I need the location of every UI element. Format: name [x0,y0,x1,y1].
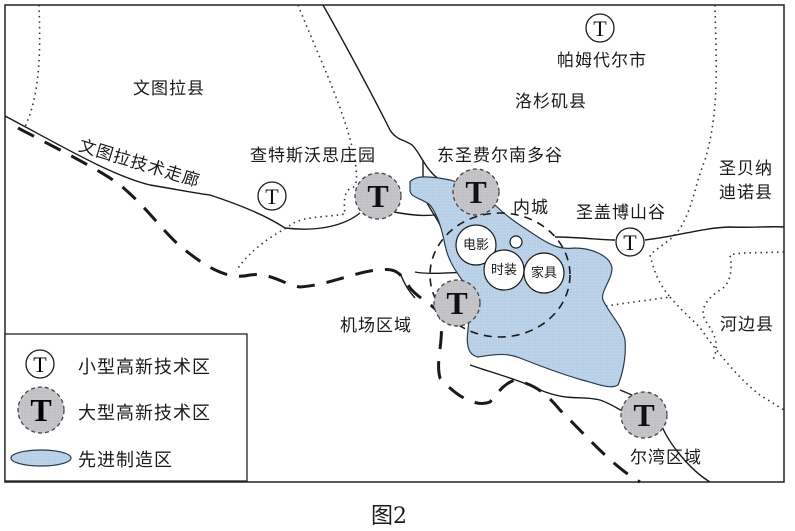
svg-text:T: T [367,178,388,214]
region-label-wentula: 文图拉县 [133,79,205,99]
industry-circles [455,224,565,294]
industry-label-fashion: 时装 [491,263,518,278]
large-tech-zones [354,168,668,439]
region-label-san-bernardino-1: 圣贝纳 [719,159,773,179]
figure-caption: 图2 [371,504,407,529]
tech-glyph: T [593,16,607,41]
large-tech-zone-east-sfv [452,168,500,216]
county-boundaries [24,4,785,411]
large-tech-zone-bay [620,391,668,439]
industry-label-film: 电影 [463,238,490,253]
region-label-la-county: 洛杉矶县 [515,92,587,112]
small-tech-zone-corridor [257,181,287,211]
coastline-boundary [17,126,641,484]
place-label-bay: 尔湾区域 [630,448,702,468]
legend-label-large-tech: 大型高新技术区 [78,403,211,424]
svg-text:T: T [33,352,47,377]
place-label-san-gabriel: 圣盖博山谷 [576,203,666,223]
large-tech-zone-chatsworth [354,172,402,220]
place-label-airport: 机场区域 [340,316,412,336]
region-label-palmdale: 帕姆代尔市 [557,51,647,71]
small-tech-zones [257,13,645,257]
small-tech-zone-palmdale [585,13,615,43]
svg-text:T: T [465,174,486,210]
place-label-chatsworth: 查特斯沃思庄园 [250,146,376,166]
svg-text:T: T [633,397,654,433]
legend-label-manufacturing: 先进制造区 [78,450,173,471]
large-tech-zone-airport [433,279,481,327]
place-label-inner-city: 内城 [513,198,549,218]
small-tech-zone-san-gabriel [615,227,645,257]
svg-text:T: T [446,285,467,321]
legend-label-small-tech: 小型高新技术区 [78,357,211,378]
region-label-san-bernardino-2: 迪诺县 [719,183,773,203]
svg-text:T: T [623,230,637,255]
map-frame [4,4,785,483]
svg-text:T: T [30,392,51,428]
svg-text:T: T [265,184,279,209]
industry-label-furniture: 家具 [531,266,558,281]
region-label-riverside: 河边县 [720,315,774,335]
place-label-east-sfv: 东圣费尔南多谷 [437,146,563,166]
inner-city-boundary [429,212,571,338]
